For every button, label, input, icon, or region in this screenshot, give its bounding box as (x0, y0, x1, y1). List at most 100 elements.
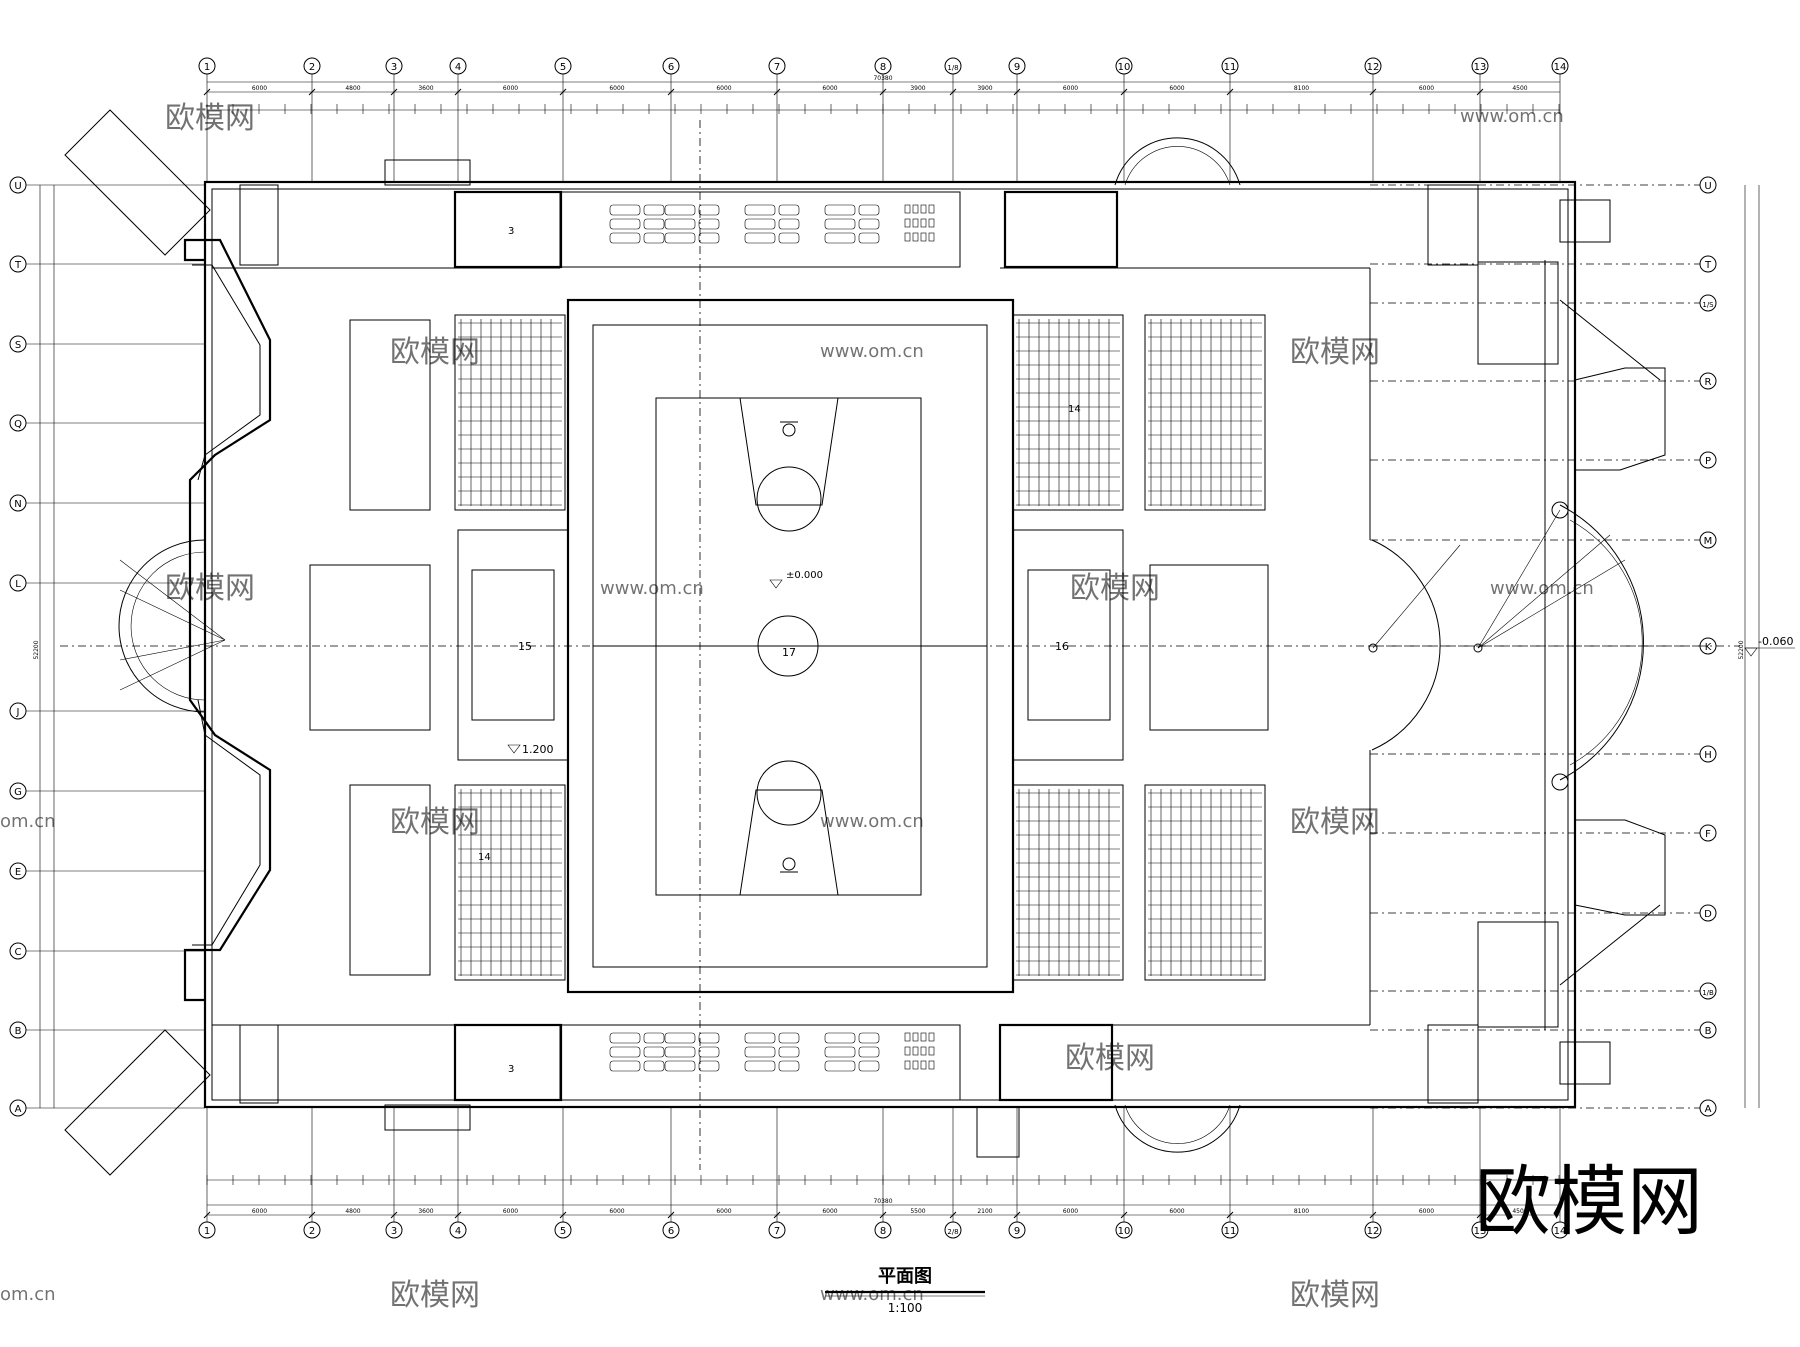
row-axis-label: A (1705, 1104, 1712, 1115)
row-axis-label: U (14, 181, 21, 192)
left-semicircle-entry (118, 539, 206, 713)
row-axis-label: L (15, 579, 21, 590)
column-axis-bubble: 10 (1115, 57, 1133, 75)
column-axis-bubble: 1/8 (944, 57, 962, 75)
dimension-total: 52200 (1738, 640, 1745, 659)
watermark: 欧模网 (1290, 805, 1380, 840)
row-axis-label: Q (14, 419, 22, 430)
row-axis-label: P (1705, 456, 1711, 467)
left-stair-top (239, 184, 279, 266)
watermark: 欧模网 (1070, 571, 1160, 606)
column-axis-bubble: 8 (874, 1221, 892, 1239)
dimension-label: 6000 (609, 1208, 624, 1215)
column-axis-bubble: 12 (1364, 1221, 1382, 1239)
dimension-label: 4800 (345, 85, 360, 92)
row-axis-label: K (1705, 642, 1712, 653)
row-axis-label: N (14, 499, 21, 510)
right-inner-arc (1371, 539, 1441, 751)
watermark: 欧模网 (1065, 1041, 1155, 1076)
column-axis-label: 11 (1224, 62, 1237, 73)
dimension-label: 6000 (609, 85, 624, 92)
watermark: 欧模网 (165, 571, 255, 606)
column-axis-bubble: 11 (1221, 57, 1239, 75)
right-steps-top (1427, 184, 1479, 266)
row-axis-bubble: T (9, 255, 27, 273)
row-axis-label: U (1704, 181, 1711, 192)
watermark-url: www.om.cn (1460, 106, 1564, 127)
column-axis-label: 9 (1014, 62, 1020, 73)
column-axis-label: 10 (1118, 1226, 1131, 1237)
watermark-url: www.om.cn (820, 1284, 924, 1305)
row-axis-bubble: N (9, 494, 27, 512)
stand-bottom-far-right (1144, 784, 1266, 981)
row-axis-label: B (1705, 1026, 1712, 1037)
row-axis-label: F (1705, 829, 1711, 840)
room-top-right (1003, 190, 1119, 269)
row-axis-bubble: B (9, 1021, 27, 1039)
inner-wall-line (211, 188, 1569, 1101)
dimension-label: 6000 (1169, 85, 1184, 92)
row-axis-label: S (15, 340, 21, 351)
room-bottom-3 (453, 1023, 563, 1102)
dimension-label: 6000 (1063, 1208, 1078, 1215)
dimension-label: 6000 (1419, 1208, 1434, 1215)
watermark-url: om.cn (0, 811, 56, 832)
column-axis-bubble: 4 (449, 57, 467, 75)
column-axis-bubble: 11 (1221, 1221, 1239, 1239)
row-axis-bubble: U (9, 176, 27, 194)
watermark-url: www.om.cn (600, 578, 704, 599)
column-axis-label: 5 (560, 62, 566, 73)
dimension-label: 4500 (1512, 1208, 1527, 1215)
axis-grid: 11223344556677881/82/8991010111112121313… (9, 57, 1717, 1239)
row-axis-bubble: Q (9, 414, 27, 432)
drawing-scale: 1:100 (888, 1301, 923, 1315)
column-axis-label: 3 (391, 1226, 397, 1237)
column-axis-bubble: 7 (768, 1221, 786, 1239)
room-top-3 (453, 190, 563, 269)
row-axis-label: H (1704, 750, 1712, 761)
column-axis-label: 4 (455, 1226, 461, 1237)
row-axis-label: T (14, 260, 22, 271)
column-axis-bubble: 5 (554, 1221, 572, 1239)
stand-bottom-left (454, 784, 566, 981)
column-axis-bubble: 6 (662, 1221, 680, 1239)
dimension-label: 6000 (1419, 85, 1434, 92)
building-walls (203, 180, 1577, 1109)
column-axis-label: 10 (1118, 62, 1131, 73)
column-axis-bubble: 6 (662, 57, 680, 75)
column-axis-bubble: 3 (385, 57, 403, 75)
row-axis-bubble: U (1699, 176, 1717, 194)
watermark: 欧模网 (1290, 335, 1380, 370)
column-axis-bubble: 10 (1115, 1221, 1133, 1239)
row-axis-bubble: T (1699, 255, 1717, 273)
column-axis-label: 14 (1554, 62, 1567, 73)
dimension-label: 6000 (252, 85, 267, 92)
stand-level: 1.200 (522, 743, 554, 756)
row-axis-label: J (16, 707, 20, 718)
row-axis-label: C (15, 947, 22, 958)
column-axis-label: 1 (204, 1226, 210, 1237)
left-top-stair (64, 109, 211, 256)
row-axis-label: M (1704, 536, 1713, 547)
row-axis-label: E (15, 867, 21, 878)
row-axis-bubble: D (1699, 904, 1717, 922)
watermark-url: www.om.cn (820, 341, 924, 362)
column-axis-bubble: 2 (303, 1221, 321, 1239)
watermark-url: om.cn (0, 1284, 56, 1305)
court-level: ±0.000 (786, 570, 823, 581)
column-axis-bubble: 1 (198, 1221, 216, 1239)
outside-level-text: -0.060 (1758, 635, 1793, 648)
column-axis-label: 5 (560, 1226, 566, 1237)
column-axis-bubble: 12 (1364, 57, 1382, 75)
row-axis-bubble: H (1699, 745, 1717, 763)
toilet-block-top (559, 191, 961, 268)
row-axis-bubble: 1/B (1699, 982, 1717, 1000)
watermarks: 欧模网 www.om.cn 欧模网 www.om.cn 欧模网 欧模网 www.… (0, 101, 1594, 1313)
row-axis-bubble: M (1699, 531, 1717, 549)
column-axis-label: 3 (391, 62, 397, 73)
column-axis-bubble: 2/8 (944, 1221, 962, 1239)
column-axis-label: 2/8 (947, 1228, 958, 1236)
dimension-label: 6000 (503, 85, 518, 92)
row-axis-bubble: S (9, 335, 27, 353)
